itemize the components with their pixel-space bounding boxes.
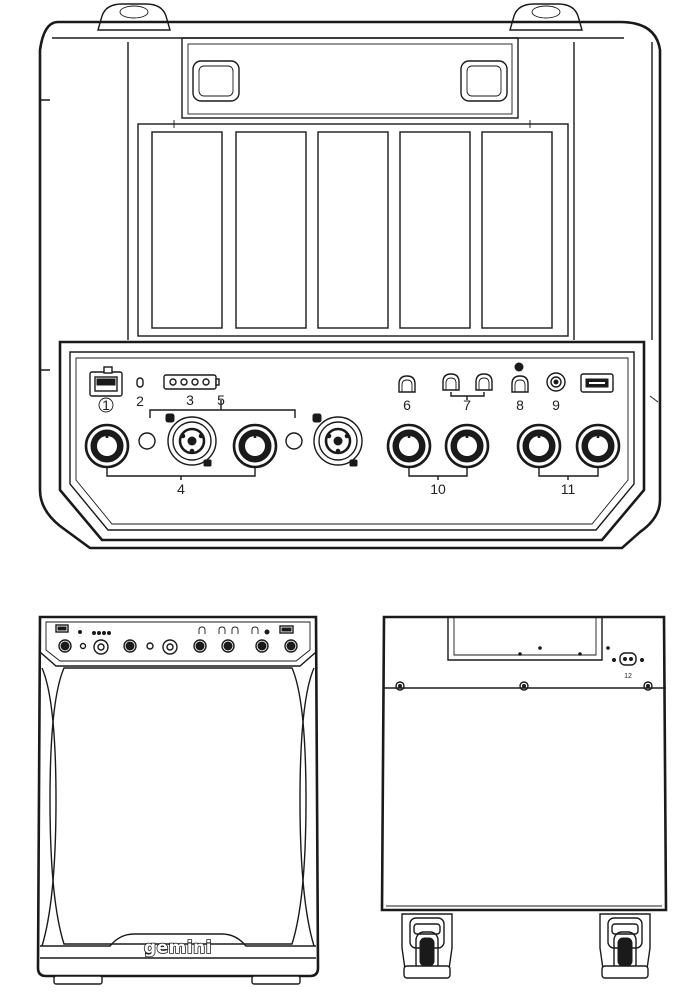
volume-knob-2 bbox=[232, 423, 278, 469]
callout-9: 9 bbox=[552, 397, 560, 413]
grille-panel bbox=[235, 131, 307, 329]
gemini-logo: gemini bbox=[144, 938, 212, 958]
battery-level-indicator bbox=[163, 374, 217, 390]
callout-12: 12 bbox=[624, 673, 632, 680]
callout-2: 2 bbox=[136, 393, 144, 409]
handle-grip-left bbox=[192, 60, 240, 102]
top-foot-left bbox=[97, 3, 171, 31]
handle-grip-right bbox=[460, 60, 508, 102]
handle-frame bbox=[181, 37, 519, 119]
mode-button-1 bbox=[442, 373, 460, 391]
eq-knob-1 bbox=[386, 423, 432, 469]
callout-6: 6 bbox=[403, 397, 411, 413]
master-knob-2 bbox=[575, 423, 621, 469]
rear-wheel-right bbox=[599, 913, 651, 979]
top-foot-right bbox=[509, 3, 583, 31]
combo-jack-2 bbox=[312, 413, 363, 467]
rear-wheel-left bbox=[401, 913, 453, 979]
mic-button-1 bbox=[138, 432, 156, 450]
front-foot-right bbox=[251, 975, 301, 985]
callout-10: 10 bbox=[430, 481, 446, 497]
combo-jack-1 bbox=[165, 413, 217, 467]
mic-button-2 bbox=[285, 432, 303, 450]
callout-8: 8 bbox=[516, 397, 524, 413]
callout-5: 5 bbox=[217, 392, 225, 408]
grille-panel bbox=[399, 131, 471, 329]
front-control-strip bbox=[39, 616, 317, 667]
callout-3: 3 bbox=[186, 392, 194, 408]
grille-panel bbox=[481, 131, 553, 329]
mode-button-2 bbox=[475, 373, 493, 391]
front-view-body bbox=[36, 615, 320, 978]
power-inlet bbox=[612, 652, 644, 666]
rear-view: 12 bbox=[380, 615, 668, 979]
callout-4: 4 bbox=[177, 481, 185, 497]
callout-11: 11 bbox=[561, 481, 576, 497]
usb-port bbox=[580, 373, 614, 393]
front-grille bbox=[49, 667, 307, 945]
volume-knob-1 bbox=[84, 423, 130, 469]
aux-input-jack bbox=[546, 372, 566, 392]
function-button bbox=[398, 375, 416, 393]
grille-panel bbox=[151, 131, 223, 329]
callout-1: 1 bbox=[102, 397, 110, 413]
eq-knob-2 bbox=[444, 423, 490, 469]
front-view: gemini bbox=[36, 615, 320, 985]
master-knob-1 bbox=[516, 423, 562, 469]
callout-7: 7 bbox=[463, 397, 471, 413]
power-led bbox=[136, 377, 144, 388]
grille-frame bbox=[137, 123, 569, 337]
rear-handle-recess bbox=[447, 617, 603, 661]
top-view: 1 2 3 5 4 6 7 8 9 10 11 bbox=[38, 3, 662, 550]
pairing-led bbox=[514, 362, 524, 372]
pairing-button bbox=[511, 375, 529, 393]
top-view-body bbox=[38, 20, 662, 550]
front-foot-left bbox=[53, 975, 103, 985]
control-panel bbox=[58, 340, 646, 542]
grille-panel bbox=[317, 131, 389, 329]
